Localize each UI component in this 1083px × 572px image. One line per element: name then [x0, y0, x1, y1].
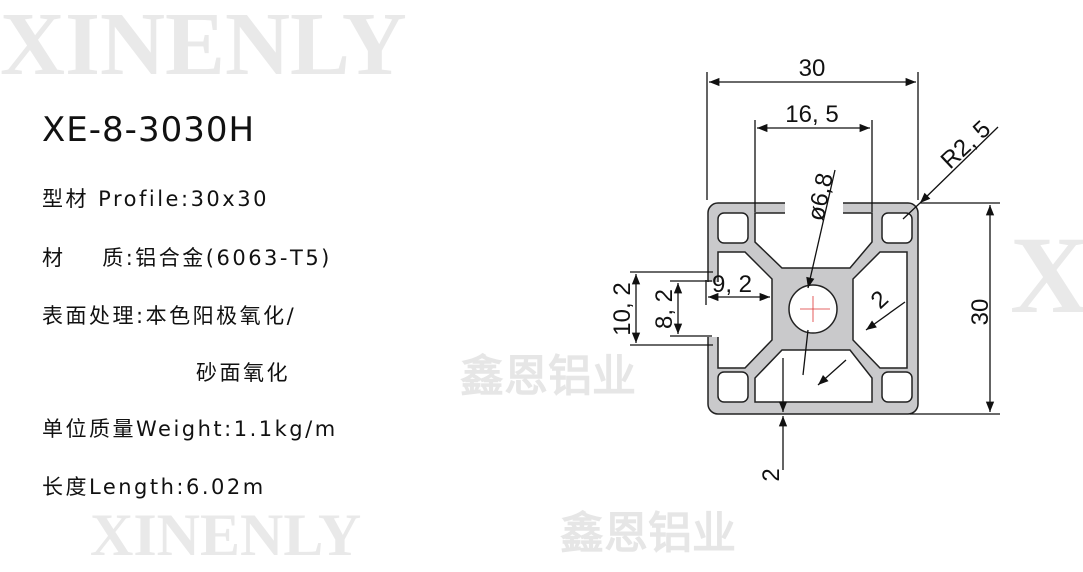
dimension-lines: [630, 72, 1000, 470]
dim-slot-depth-label: 9, 2: [712, 271, 752, 298]
dim-radius-label: R2, 5: [936, 116, 996, 175]
spec-label: 长度Length:: [42, 475, 187, 499]
product-title: XE-8-3030H: [42, 110, 256, 150]
spec-value: 砂面氧化: [196, 361, 290, 385]
dim-slot-width-label: 16, 5: [785, 101, 838, 128]
dim-height-label: 30: [967, 299, 994, 326]
spec-surface: 表面处理:本色阳极氧化/: [42, 300, 296, 330]
dim-slot-opening-label: 8, 2: [651, 289, 678, 329]
spec-profile: 型材 Profile:30x30: [42, 183, 269, 213]
profile-section: [705, 200, 919, 415]
dim-wall-label: 2: [758, 468, 785, 481]
spec-length: 长度Length:6.02m: [42, 471, 266, 501]
spec-material: 材 质:铝合金(6063-T5): [42, 242, 332, 272]
dim-width-label: 30: [799, 55, 826, 82]
spec-label: 材 质:: [42, 246, 136, 270]
spec-value: 本色阳极氧化/: [145, 304, 297, 328]
spec-value: 铝合金(6063-T5): [135, 246, 332, 270]
spec-value: 30x30: [190, 187, 269, 211]
spec-surface-cont: 砂面氧化: [196, 357, 290, 387]
spec-label: 单位质量Weight:: [42, 417, 234, 441]
spec-value: 1.1kg/m: [233, 417, 338, 441]
spec-label: 表面处理:: [42, 304, 146, 328]
spec-label: 型材 Profile:: [42, 187, 191, 211]
spec-value: 6.02m: [186, 475, 266, 499]
spec-weight: 单位质量Weight:1.1kg/m: [42, 413, 338, 443]
dim-slot-outer-label: 10, 2: [609, 282, 636, 335]
